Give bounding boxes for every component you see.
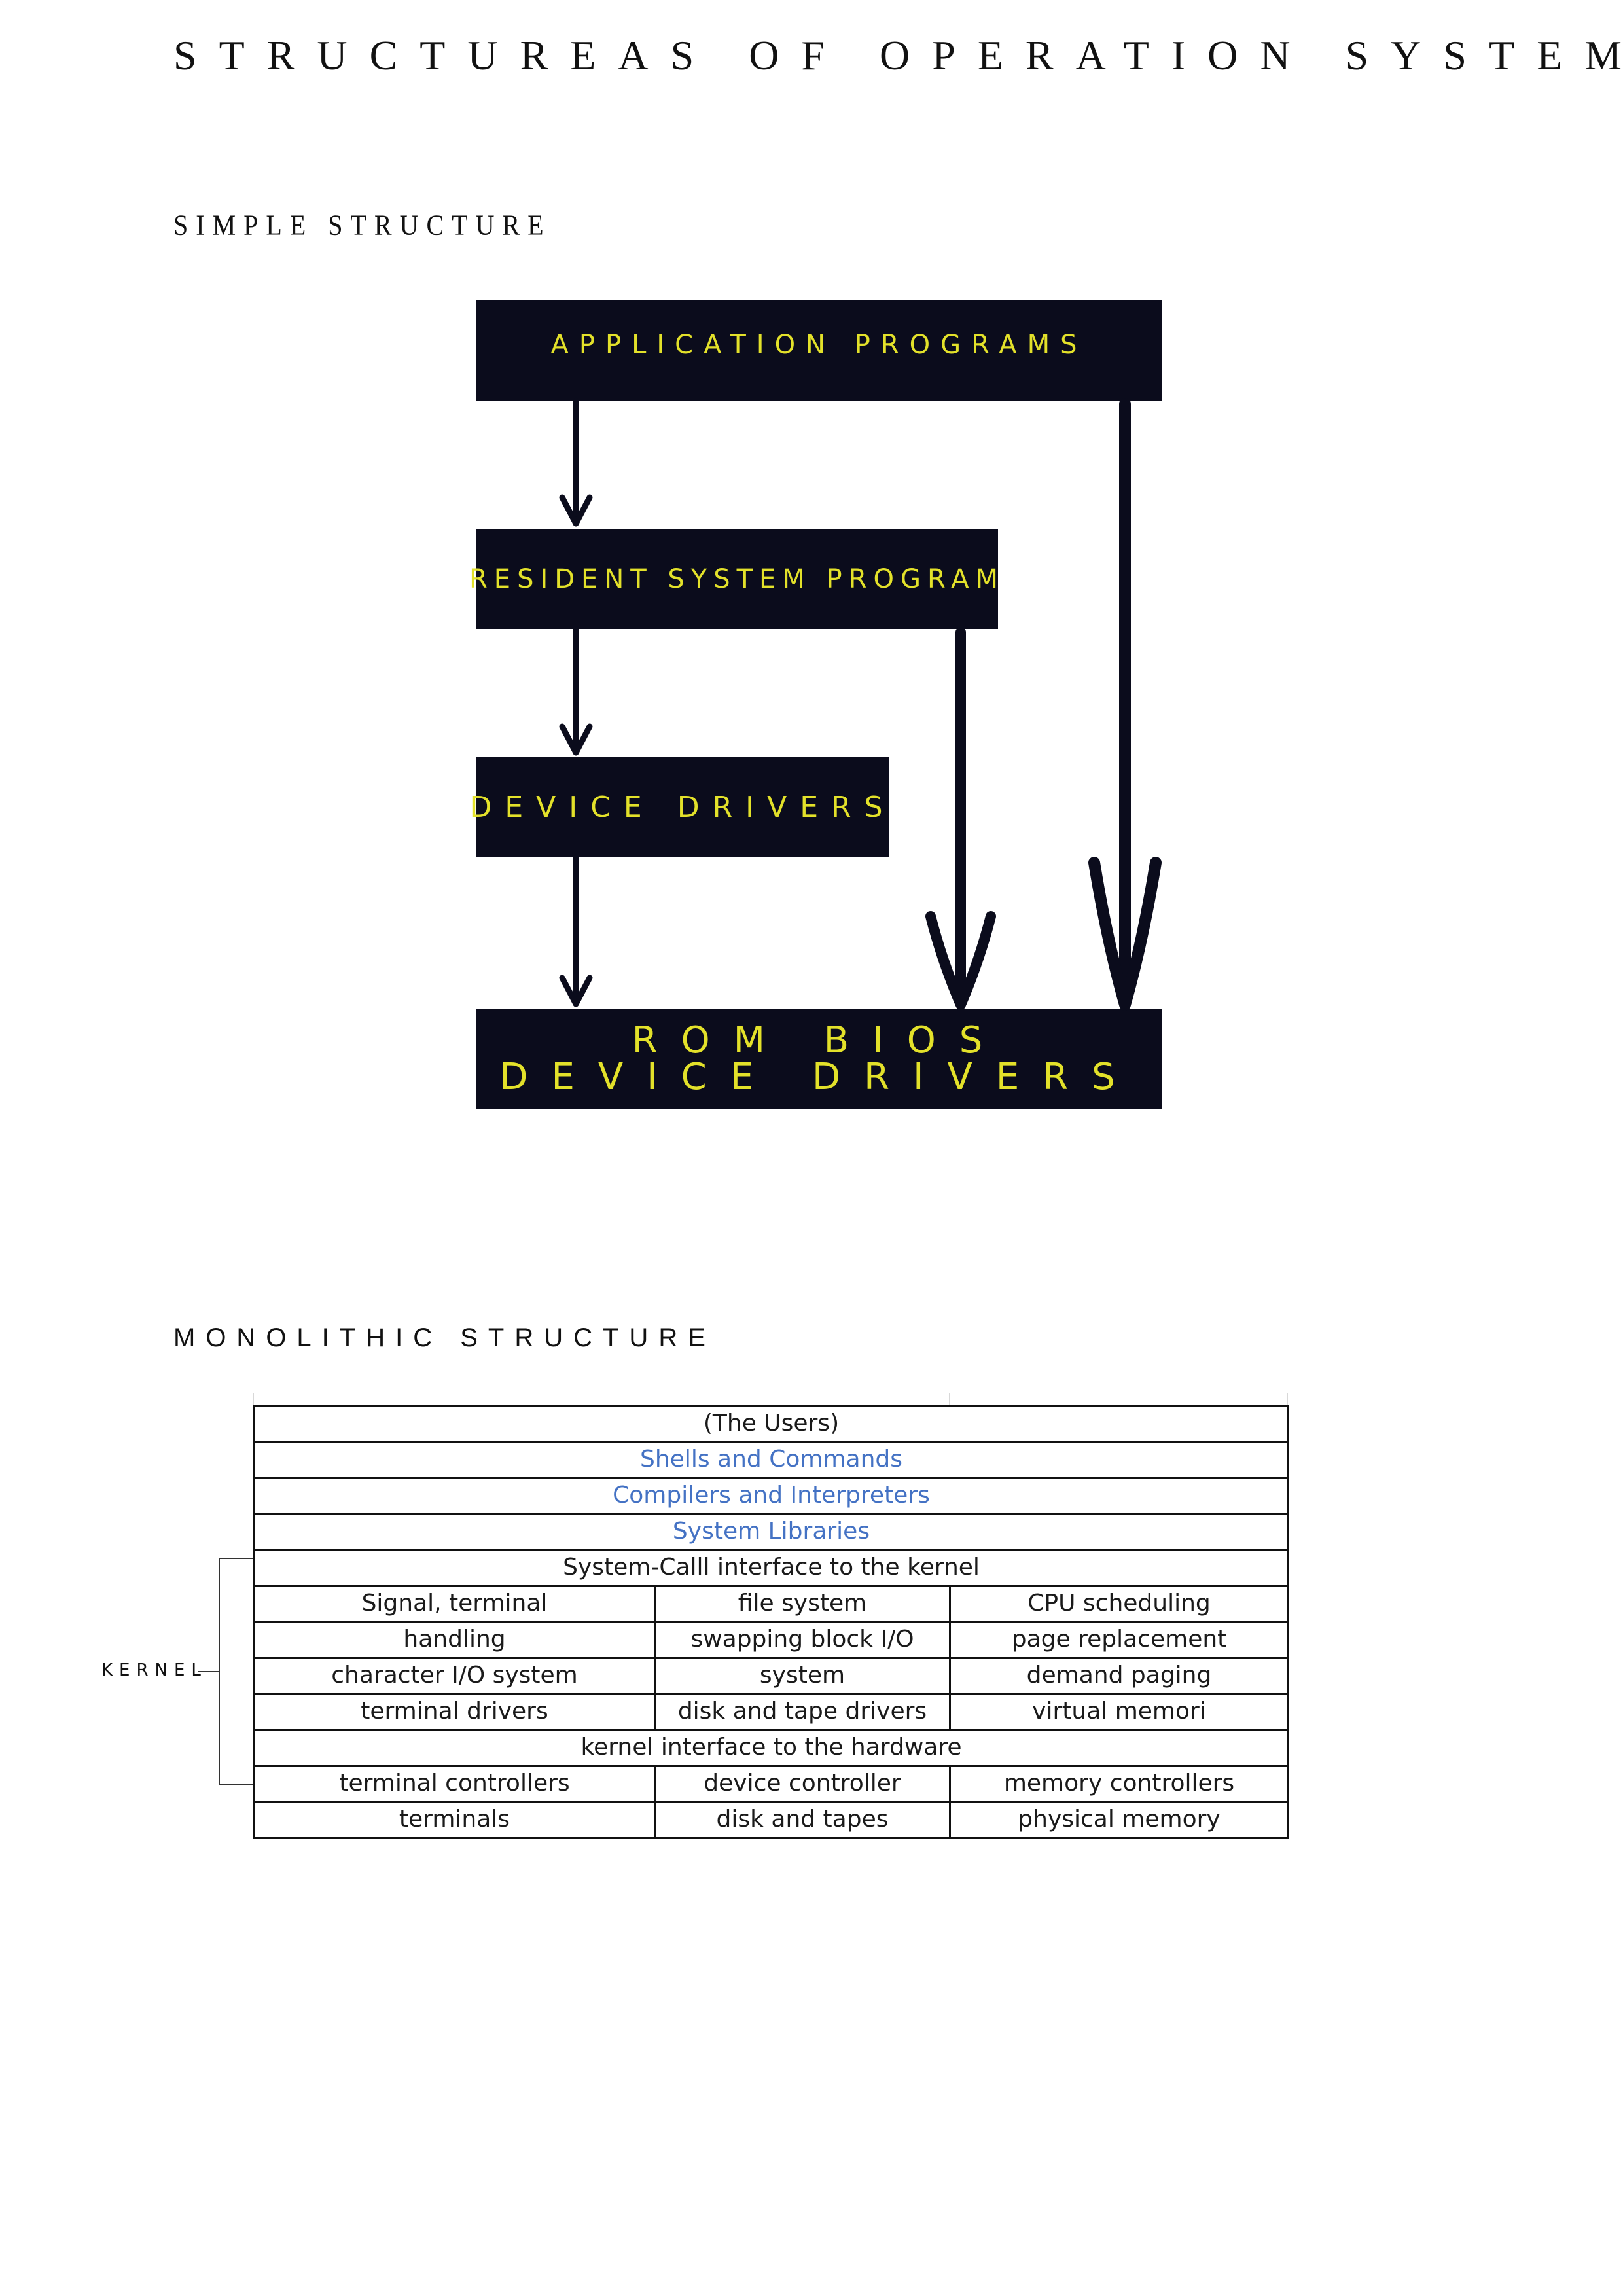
table-row: handling swapping block I/O page replace…: [253, 1621, 1290, 1659]
table-cell: CPU scheduling: [948, 1585, 1290, 1623]
table-row: (The Users): [253, 1405, 1290, 1443]
arrow-resident-to-device-drivers: [559, 626, 593, 756]
monolithic-structure-heading: MONOLITHIC STRUCTURE: [173, 1323, 716, 1352]
resident-system-program-label: RESIDENT SYSTEM PROGRAM: [469, 564, 1005, 594]
table-cell: physical memory: [948, 1801, 1290, 1839]
table-cell: terminals: [253, 1801, 656, 1839]
device-drivers-box: DEVICE DRIVERS: [469, 757, 889, 857]
table-row: character I/O system system demand pagin…: [253, 1657, 1290, 1695]
table-row: terminal drivers disk and tape drivers v…: [253, 1693, 1290, 1731]
table-cell: terminal controllers: [253, 1765, 656, 1803]
kernel-bracket-tick: [198, 1671, 219, 1672]
shells-row: Shells and Commands: [253, 1441, 1290, 1479]
arrow-app-to-resident: [559, 397, 593, 527]
kernel-bracket: [219, 1558, 253, 1785]
rom-device-drivers-label: DEVICE DRIVERS: [499, 1055, 1139, 1098]
rom-bios-box: ROM BIOS DEVICE DRIVERS: [476, 1009, 1162, 1109]
application-programs-label: APPLICATION PROGRAMS: [550, 329, 1088, 360]
simple-structure-heading: SIMPLE STRUCTURE: [173, 209, 552, 242]
table-row: Shells and Commands: [253, 1441, 1290, 1479]
table-row: System Libraries: [253, 1513, 1290, 1551]
table-cell: swapping block I/O: [654, 1621, 951, 1659]
table-cell: page replacement: [948, 1621, 1290, 1659]
table-cell: Signal, terminal: [253, 1585, 656, 1623]
compilers-row: Compilers and Interpreters: [253, 1477, 1290, 1515]
table-cell: handling: [253, 1621, 656, 1659]
table-row: Compilers and Interpreters: [253, 1477, 1290, 1515]
page-title: STRUCTUREAS OF OPERATION SYSTEM: [173, 32, 1623, 79]
table-cell: file system: [654, 1585, 951, 1623]
users-row: (The Users): [253, 1405, 1290, 1443]
kernel-hardware-row: kernel interface to the hardware: [253, 1729, 1290, 1767]
table-cell: terminal drivers: [253, 1693, 656, 1731]
table-row: terminal controllers device controller m…: [253, 1765, 1290, 1803]
application-programs-box: APPLICATION PROGRAMS: [476, 300, 1162, 401]
arrow-app-to-rom: [1088, 398, 1162, 1011]
resident-system-program-box: RESIDENT SYSTEM PROGRAM: [469, 529, 998, 629]
arrow-resident-to-rom: [925, 627, 996, 1010]
arrow-device-drivers-to-rom: [559, 854, 593, 1007]
table-cell: device controller: [654, 1765, 951, 1803]
rom-bios-label: ROM BIOS: [632, 1018, 1007, 1062]
table-cell: demand paging: [948, 1657, 1290, 1695]
device-drivers-label: DEVICE DRIVERS: [469, 791, 896, 824]
table-cell: system: [654, 1657, 951, 1695]
libraries-row: System Libraries: [253, 1513, 1290, 1551]
table-guide-line: [253, 1393, 254, 1405]
table-cell: memory controllers: [948, 1765, 1290, 1803]
kernel-label: KERNEL: [101, 1660, 207, 1680]
table-cell: disk and tapes: [654, 1801, 951, 1839]
table-guide-line: [1287, 1393, 1288, 1405]
syscall-row: System-Calll interface to the kernel: [253, 1549, 1290, 1587]
table-guide-line: [949, 1393, 950, 1405]
table-row: Signal, terminal file system CPU schedul…: [253, 1585, 1290, 1623]
table-row: terminals disk and tapes physical memory: [253, 1801, 1290, 1839]
monolithic-table: (The Users) Shells and Commands Compiler…: [253, 1405, 1290, 1839]
table-cell: virtual memori: [948, 1693, 1290, 1731]
table-row: System-Calll interface to the kernel: [253, 1549, 1290, 1587]
table-cell: character I/O system: [253, 1657, 656, 1695]
table-cell: disk and tape drivers: [654, 1693, 951, 1731]
table-row: kernel interface to the hardware: [253, 1729, 1290, 1767]
